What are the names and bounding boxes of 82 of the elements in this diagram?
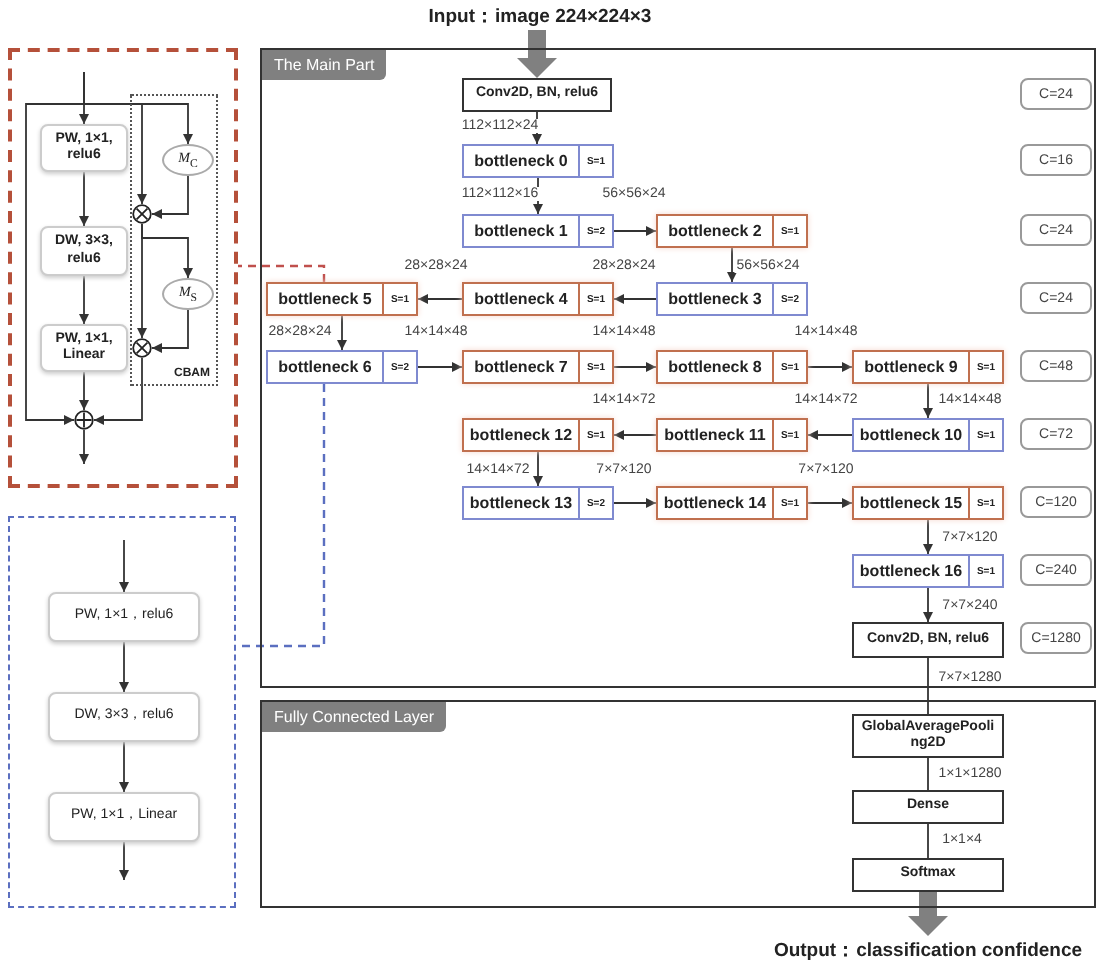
block-label: bottleneck 4 xyxy=(472,288,570,312)
arrow xyxy=(727,247,737,283)
block-label: bottleneck 6 xyxy=(276,356,374,380)
multiply-symbol xyxy=(132,204,152,224)
block-label: bottleneck 10 xyxy=(857,424,965,448)
block-label: bottleneck 1 xyxy=(472,220,570,244)
arrow xyxy=(137,223,147,339)
arrow xyxy=(613,498,657,508)
arrow xyxy=(807,498,853,508)
arrow xyxy=(807,362,853,372)
section-panel xyxy=(260,700,1096,908)
arrow xyxy=(119,741,129,793)
block-label: bottleneck 7 xyxy=(472,356,570,380)
cbam-frame xyxy=(130,94,218,386)
arrow xyxy=(613,362,657,372)
block-label: bottleneck 8 xyxy=(666,356,764,380)
block-label: bottleneck 15 xyxy=(857,492,965,516)
arrow xyxy=(151,175,189,219)
bottleneck-box xyxy=(266,350,418,384)
arrow xyxy=(613,226,657,236)
bottleneck-box xyxy=(656,418,808,452)
block-label: bottleneck 3 xyxy=(666,288,764,312)
block-label: bottleneck 13 xyxy=(467,492,575,516)
arrow xyxy=(908,892,948,936)
dashed-frame xyxy=(8,48,238,488)
block-label: bottleneck 0 xyxy=(472,150,570,174)
arrow xyxy=(119,841,129,881)
bottleneck-box xyxy=(462,486,614,520)
bottleneck-box xyxy=(656,486,808,520)
arrow xyxy=(337,315,347,351)
section-tab: The Main Part xyxy=(262,50,387,80)
section-panel xyxy=(260,48,1096,688)
add-symbol xyxy=(74,410,94,430)
block-label: bottleneck 5 xyxy=(276,288,374,312)
bottleneck-box xyxy=(656,350,808,384)
arrow xyxy=(533,451,543,487)
arrow xyxy=(923,587,933,623)
arrow xyxy=(79,171,89,227)
bottleneck-box xyxy=(462,418,614,452)
arrow xyxy=(79,429,89,465)
arrow xyxy=(613,294,657,304)
bottleneck-box xyxy=(852,554,1004,588)
dashed-connector xyxy=(238,264,326,282)
connector-line xyxy=(927,657,929,715)
arrow xyxy=(151,309,189,353)
block-label: bottleneck 12 xyxy=(467,424,575,448)
arrow xyxy=(83,71,147,205)
arrow xyxy=(79,275,89,325)
arrow xyxy=(923,519,933,555)
arrow xyxy=(119,539,129,593)
block-label: bottleneck 16 xyxy=(857,560,965,584)
block-label: bottleneck 11 xyxy=(662,424,768,448)
section-tab: Fully Connected Layer xyxy=(262,702,447,732)
arrow xyxy=(613,430,657,440)
bottleneck-box xyxy=(852,418,1004,452)
block-label: bottleneck 2 xyxy=(666,220,764,244)
arrow xyxy=(119,641,129,693)
dashed-connector xyxy=(236,384,326,648)
bottleneck-box xyxy=(852,486,1004,520)
io-label: Input：image 224×224×3 xyxy=(380,2,700,30)
dashed-frame xyxy=(8,516,236,908)
arrow xyxy=(417,294,463,304)
arrow xyxy=(923,383,933,419)
arrow xyxy=(417,362,463,372)
bottleneck-box xyxy=(462,350,614,384)
connector-line xyxy=(927,757,929,791)
multiply-symbol xyxy=(132,338,152,358)
bottleneck-box xyxy=(462,282,614,316)
bottleneck-box xyxy=(462,144,614,178)
bottleneck-box xyxy=(656,282,808,316)
block-label: bottleneck 9 xyxy=(862,356,960,380)
bottleneck-box xyxy=(656,214,808,248)
arrow xyxy=(93,357,143,425)
arrow xyxy=(517,30,557,78)
io-label: Output：classification confidence xyxy=(760,936,1096,964)
arrow xyxy=(807,430,853,440)
block-label: bottleneck 14 xyxy=(661,492,769,516)
bottleneck-box xyxy=(462,214,614,248)
bottleneck-box xyxy=(266,282,418,316)
arrow xyxy=(79,371,89,411)
bottleneck-box xyxy=(852,350,1004,384)
connector-line xyxy=(927,823,929,859)
